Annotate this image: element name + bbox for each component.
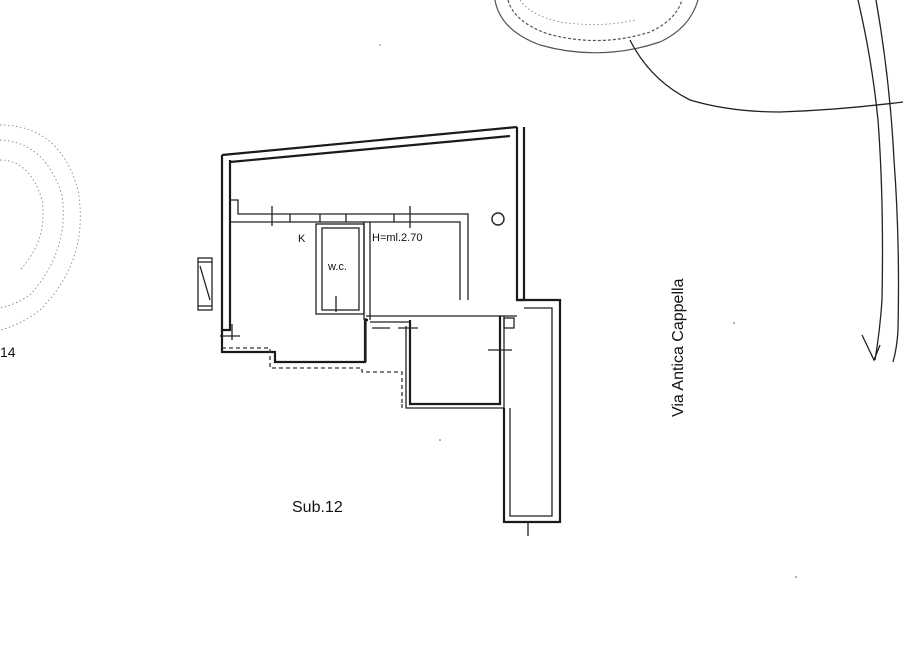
label-kitchen: K — [298, 233, 306, 245]
label-street: Via Antica Cappella — [670, 278, 687, 417]
circle-marker-icon — [491, 212, 505, 226]
label-neighbor-parcel: 14 — [0, 344, 16, 360]
label-wc: w.c. — [327, 261, 347, 273]
label-sub: Sub.12 — [292, 499, 343, 516]
stamp-seal-icon — [494, 0, 699, 54]
faded-seal-left — [0, 124, 81, 331]
boundary-line — [629, 39, 904, 113]
boundary-notch — [861, 334, 881, 362]
label-height: H=ml.2.70 — [372, 232, 422, 244]
boundary-line-right-1 — [857, 0, 884, 361]
boundary-line-right-2 — [875, 0, 900, 363]
plan-walls — [197, 125, 562, 536]
